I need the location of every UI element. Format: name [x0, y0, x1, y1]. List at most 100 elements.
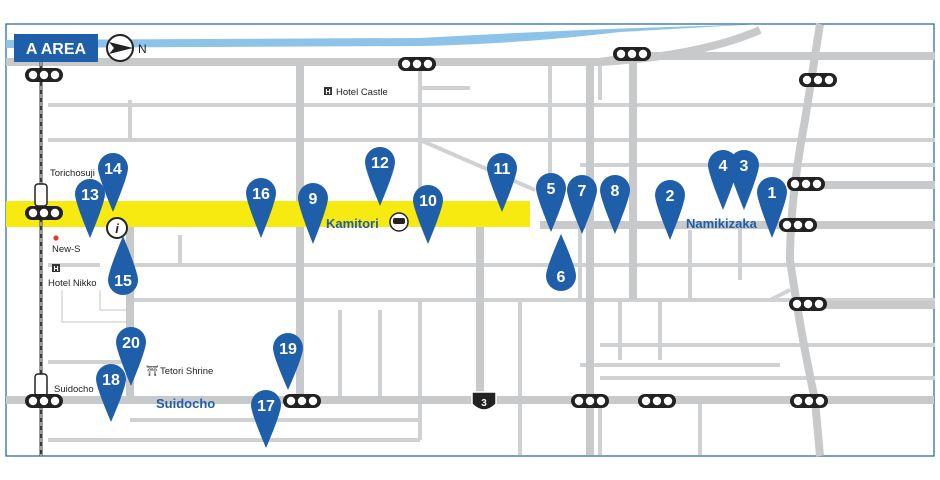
traffic-signal-icon	[398, 57, 436, 71]
river	[6, 24, 760, 48]
pin-number: 14	[104, 161, 122, 178]
pin-4[interactable]: 4	[708, 150, 738, 210]
traffic-signal-icon	[613, 47, 651, 61]
pin-18[interactable]: 18	[96, 364, 126, 422]
pin-number: 19	[279, 341, 297, 358]
pin-number: 12	[371, 155, 389, 172]
north-arrow-icon	[106, 34, 134, 62]
suidocho-stop-label: Suidocho	[54, 384, 94, 395]
tram-stop-icon	[389, 212, 409, 232]
north-label: N	[138, 42, 147, 56]
pin-marker-icon[interactable]	[108, 236, 138, 295]
pin-number: 4	[719, 158, 728, 175]
svg-text:H: H	[53, 266, 58, 273]
pin-6[interactable]: 6	[546, 234, 576, 291]
pin-12[interactable]: 12	[365, 147, 395, 206]
pin-number: 3	[740, 158, 749, 175]
pin-10[interactable]: 10	[413, 185, 443, 244]
hotel-castle-icon: H	[324, 87, 332, 96]
pin-marker-icon[interactable]	[567, 175, 597, 234]
traffic-signal-icon	[571, 394, 609, 408]
namikizaka-street-label: Namikizaka	[686, 216, 758, 231]
pin-marker-icon[interactable]	[365, 147, 395, 206]
pin-number: 15	[114, 273, 132, 290]
pin-number: 9	[309, 191, 318, 208]
torichosuji-label: Torichosuji	[50, 168, 95, 179]
pin-marker-icon[interactable]	[273, 333, 303, 390]
traffic-signal-icon	[25, 206, 63, 220]
pin-number: 20	[122, 335, 140, 352]
pin-marker-icon[interactable]	[708, 150, 738, 210]
traffic-signals	[25, 47, 837, 408]
pin-8[interactable]: 8	[600, 175, 630, 234]
pin-number: 18	[102, 372, 120, 389]
route-number: 3	[481, 398, 487, 409]
pin-marker-icon[interactable]	[75, 179, 105, 238]
pin-marker-icon[interactable]	[413, 185, 443, 244]
pin-number: 16	[252, 186, 270, 203]
traffic-signal-icon	[799, 73, 837, 87]
traffic-signal-icon	[779, 218, 817, 232]
svg-text:i: i	[115, 221, 119, 236]
hotel-nikko-label: Hotel Nikko	[48, 278, 97, 289]
pin-marker-icon[interactable]	[655, 180, 685, 240]
area-title: A AREA	[26, 41, 87, 58]
pin-marker-icon[interactable]	[246, 178, 276, 238]
pin-20[interactable]: 20	[116, 327, 146, 386]
pin-number: 10	[419, 193, 437, 210]
hotel-nikko-icon: H	[52, 264, 60, 273]
pin-marker-icon[interactable]	[251, 390, 281, 448]
kamitori-street-label: Kamitori	[326, 216, 379, 231]
pin-marker-icon[interactable]	[116, 327, 146, 386]
pin-marker-icon[interactable]	[98, 153, 128, 212]
pin-5[interactable]: 5	[536, 173, 566, 232]
pin-marker-icon[interactable]	[757, 177, 787, 238]
hotel-castle-label: Hotel Castle	[336, 87, 388, 98]
pin-marker-icon[interactable]	[600, 175, 630, 234]
traffic-signal-icon	[25, 68, 63, 82]
pin-marker-icon[interactable]	[96, 364, 126, 422]
svg-text:H: H	[325, 89, 330, 96]
route-shield-3: 3	[471, 391, 497, 411]
pin-number: 6	[557, 269, 566, 286]
torichosuji-station	[34, 183, 48, 207]
pin-15[interactable]: 15	[108, 236, 138, 295]
traffic-signal-icon	[789, 297, 827, 311]
pin-number: 8	[611, 183, 620, 200]
info-icon: i	[106, 217, 128, 239]
traffic-signal-icon	[790, 394, 828, 408]
pin-number: 11	[494, 161, 511, 178]
pin-9[interactable]: 9	[298, 183, 328, 244]
suidocho-station	[34, 373, 48, 397]
new-s-label: New-S	[52, 244, 81, 255]
pin-number: 5	[547, 181, 556, 198]
pin-number: 13	[81, 187, 99, 204]
pin-11[interactable]: 11	[487, 153, 517, 212]
pin-7[interactable]: 7	[567, 175, 597, 234]
pin-marker-icon[interactable]	[536, 173, 566, 232]
pin-19[interactable]: 19	[273, 333, 303, 390]
pin-number: 1	[768, 185, 777, 202]
tetori-shrine-icon: ⛩	[146, 365, 159, 377]
pin-marker-icon[interactable]	[298, 183, 328, 244]
pin-13[interactable]: 13	[75, 179, 105, 238]
suidocho-street-label: Suidocho	[156, 396, 215, 411]
tetori-shrine-label: Tetori Shrine	[160, 366, 213, 377]
new-s-dot-icon	[53, 235, 59, 241]
pin-2[interactable]: 2	[655, 180, 685, 240]
pin-number: 17	[257, 398, 275, 415]
pin-marker-icon[interactable]	[487, 153, 517, 212]
pin-17[interactable]: 17	[251, 390, 281, 448]
pin-16[interactable]: 16	[246, 178, 276, 238]
pin-marker-icon[interactable]	[546, 234, 576, 291]
pin-number: 2	[666, 188, 675, 205]
traffic-signal-icon	[25, 394, 63, 408]
traffic-signal-icon	[787, 177, 825, 191]
pin-1[interactable]: 1	[757, 177, 787, 238]
pin-14[interactable]: 14	[98, 153, 128, 212]
area-title-block: A AREA	[14, 34, 98, 62]
pin-number: 7	[578, 183, 587, 200]
traffic-signal-icon	[283, 394, 321, 408]
